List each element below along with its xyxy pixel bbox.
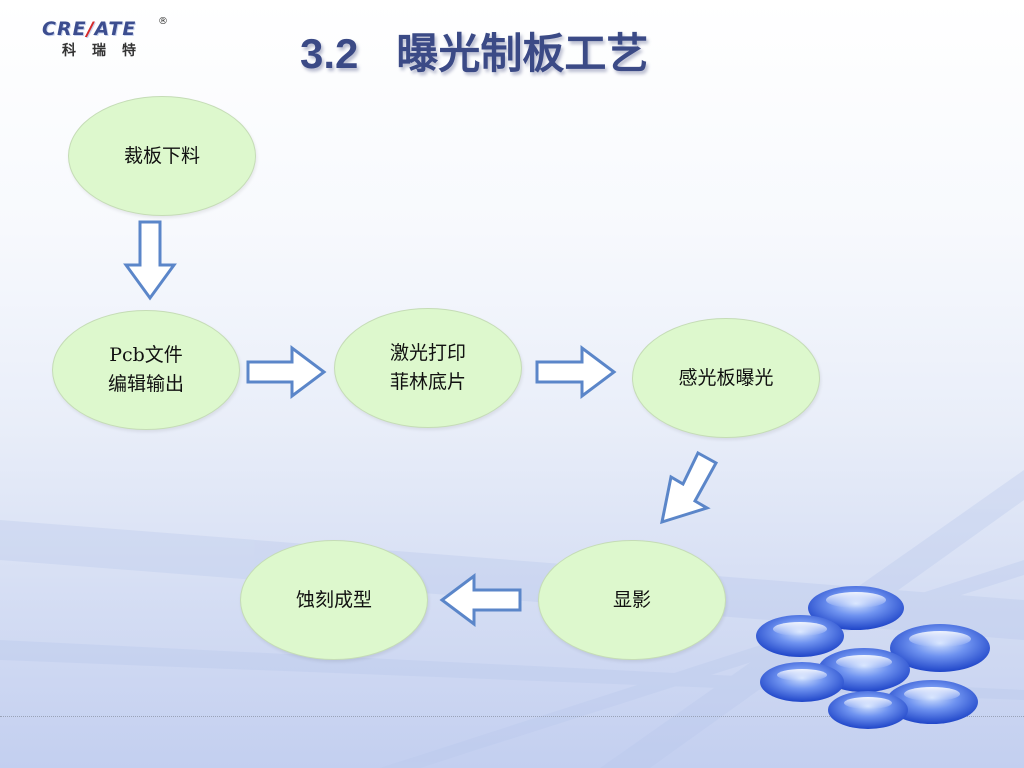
step-label: 激光打印 菲林底片: [389, 342, 466, 393]
lens-icon: [890, 624, 990, 672]
step-node-laser: 激光打印 菲林底片: [334, 308, 522, 428]
lens-icon: [886, 680, 978, 724]
lens-icon: [808, 586, 904, 630]
section-number: 3.2: [300, 30, 359, 77]
arrow-right-icon: [535, 345, 617, 399]
lens-icon: [756, 615, 844, 657]
logo-chinese-name: 科瑞特: [62, 43, 152, 59]
section-title: 曝光制板工艺: [396, 29, 649, 78]
arrow-down-left-icon: [660, 450, 719, 525]
step-node-develop: 显影: [538, 540, 726, 660]
step-label: 感光板曝光: [678, 366, 774, 389]
logo-wordmark: CRE/ATE: [42, 18, 137, 40]
arrow-right-icon: [246, 345, 327, 399]
step-node-pcb: Pcb文件 编辑输出: [52, 310, 240, 430]
lens-icon: [760, 662, 844, 702]
lens-icon: [828, 691, 908, 729]
company-logo: CRE/ATE ® 科瑞特: [40, 16, 170, 64]
step-node-expose: 感光板曝光: [632, 318, 820, 438]
step-label: 裁板下料: [123, 144, 200, 167]
arrow-left-icon: [439, 573, 522, 627]
page-title: 3.2 曝光制板工艺: [300, 24, 648, 84]
footer-divider: [0, 716, 1024, 717]
step-label: 蚀刻成型: [295, 588, 372, 611]
step-node-etch: 蚀刻成型: [240, 540, 428, 660]
arrow-down-icon: [123, 220, 177, 301]
registered-mark: ®: [158, 16, 168, 27]
decorative-lenses: [756, 586, 990, 729]
step-label: Pcb文件 编辑输出: [107, 344, 184, 395]
step-node-cut: 裁板下料: [68, 96, 256, 216]
step-label: 显影: [612, 588, 651, 611]
